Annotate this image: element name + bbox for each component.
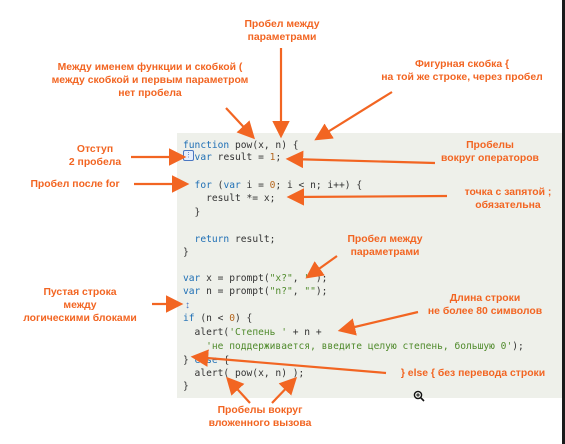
code-token: result = <box>211 152 270 163</box>
label-nested-call-spaces: Пробелы вокруг вложенного вызова <box>208 405 312 429</box>
code-line: 'не поддерживается, введите целую степен… <box>183 341 524 353</box>
arrow-params-space-mid <box>305 255 338 279</box>
code-token: + n + <box>286 327 322 338</box>
code-line: if (n < 0) { <box>183 313 252 325</box>
code-token: 0 <box>269 180 276 191</box>
code-line: } <box>183 247 189 259</box>
label-line-length: Длина строки не более 80 символов <box>427 293 543 317</box>
arrow-semicolon <box>286 188 448 206</box>
label-else-no-newline: } else { без перевода строки <box>400 368 546 379</box>
code-token: , <box>292 273 305 284</box>
code-token: ) { <box>235 313 253 324</box>
code-token: var <box>183 273 201 284</box>
code-line: result *= x; <box>183 193 275 205</box>
code-token: ); <box>315 286 328 297</box>
code-token: "n?" <box>269 286 293 297</box>
arrow-func-name-paren <box>225 107 255 140</box>
label-space-after-for: Пробел после for <box>30 179 120 190</box>
code-token: } <box>183 381 189 392</box>
code-token: 1 <box>269 152 276 163</box>
code-line: function pow(x, n) { <box>183 140 299 152</box>
code-token: } <box>183 247 189 258</box>
code-token: ; i < n; i++) { <box>275 180 363 191</box>
code-line: var n = prompt("n?", ""); <box>183 286 327 298</box>
arrow-curly-brace <box>314 91 393 141</box>
code-panel <box>177 133 565 398</box>
code-token: } <box>183 207 201 218</box>
code-token: ; <box>275 152 282 163</box>
window-edge <box>562 0 565 444</box>
code-token: } <box>183 355 195 366</box>
code-token: n = prompt( <box>200 286 270 297</box>
code-token: var <box>183 286 201 297</box>
code-token: "" <box>304 286 316 297</box>
label-empty-line: Пустая строка между логическими блоками <box>23 287 137 324</box>
arrow-operators <box>285 150 436 169</box>
label-func-name-paren: Между именем функции и скобкой ( между с… <box>51 62 249 99</box>
label-params-space-top: Пробел между параметрами <box>244 19 320 43</box>
code-token: ( <box>211 180 224 191</box>
code-line: alert('Степень ' + n + <box>183 327 322 339</box>
code-token: (n < <box>194 313 230 324</box>
label-indent: Отступ 2 пробела <box>68 144 122 168</box>
down-arrow-icon: ↕ <box>185 300 190 311</box>
label-curly-brace: Фигурная скобка { на той же строке, чере… <box>381 59 543 83</box>
code-token: function <box>183 140 230 151</box>
code-token: "x?" <box>269 273 293 284</box>
code-token: alert( pow(x, n) ); <box>183 368 305 379</box>
code-token: return <box>183 234 230 245</box>
arrow-else <box>190 349 387 375</box>
code-line: for (var i = 0; i < n; i++) { <box>183 180 363 192</box>
code-token: var <box>223 180 241 191</box>
code-line: } <box>183 207 201 219</box>
label-semicolon: точка с запятой ; обязательна <box>464 187 552 211</box>
code-token: x = prompt( <box>200 273 270 284</box>
code-token: if <box>183 313 195 324</box>
code-token: var <box>183 152 212 163</box>
code-token: pow(x, n) { <box>229 140 299 151</box>
code-line: alert( pow(x, n) ); <box>183 368 305 380</box>
code-token: result; <box>229 234 276 245</box>
code-token: result *= x; <box>183 193 276 204</box>
code-token: 'Степень ' <box>229 327 287 338</box>
code-token: 'не поддерживается, введите целую степен… <box>206 341 513 352</box>
arrow-nested-call-right <box>271 376 298 404</box>
code-token: ); <box>512 341 524 352</box>
label-params-space-mid: Пробел между параметрами <box>347 234 423 258</box>
code-token: alert( <box>183 327 230 338</box>
code-line: } <box>183 381 189 393</box>
arrow-line-length <box>337 310 419 336</box>
code-token: i = <box>240 180 270 191</box>
code-token: for <box>183 180 212 191</box>
code-token: 0 <box>229 313 235 324</box>
code-token: , <box>292 286 305 297</box>
code-line: return result; <box>183 234 276 246</box>
code-line: var result = 1; <box>183 152 282 164</box>
zoom-in-icon[interactable] <box>413 390 425 402</box>
arrow-nested-call-left <box>226 376 251 404</box>
label-operators-spaces: Пробелы вокруг операторов <box>441 140 539 164</box>
